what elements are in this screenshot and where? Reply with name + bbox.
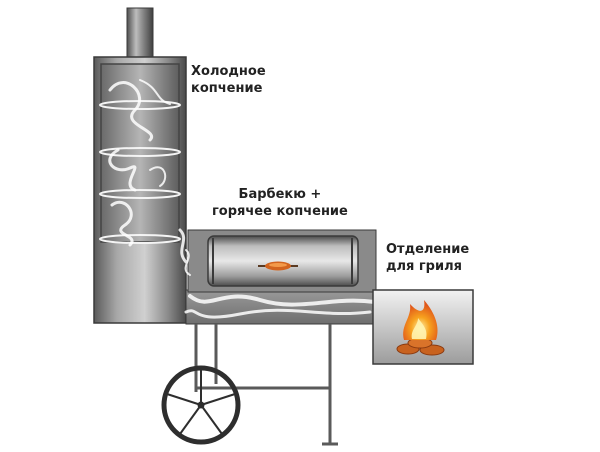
label-bbq-line1: Барбекю + — [238, 187, 322, 202]
cart-wheel-icon — [161, 365, 241, 445]
label-bbq-hot-smoking: Барбекю + горячее копчение — [212, 186, 348, 220]
label-cold-smoking: Холодное копчение — [191, 63, 266, 97]
smoker-base — [185, 289, 377, 325]
fire-icon — [396, 300, 445, 356]
tower-racks — [99, 100, 181, 244]
tower-rack — [99, 147, 181, 157]
bbq-barrel — [207, 235, 359, 287]
meat-skewer-icon — [258, 261, 298, 271]
label-grill-line1: Отделение — [386, 242, 470, 257]
label-cold-smoking-line1: Холодное — [191, 64, 266, 79]
tower-smoke — [108, 79, 171, 247]
label-bbq-line2: горячее копчение — [212, 204, 348, 219]
tower-rack — [99, 189, 181, 199]
label-cold-smoking-line2: копчение — [191, 81, 263, 96]
label-grill-compartment: Отделение для гриля — [386, 241, 469, 275]
cart-frame — [194, 324, 332, 444]
flowing-smoke — [178, 228, 377, 319]
label-grill-line2: для гриля — [386, 259, 462, 274]
chimney-pipe — [126, 7, 154, 59]
tower-rack — [99, 234, 181, 244]
